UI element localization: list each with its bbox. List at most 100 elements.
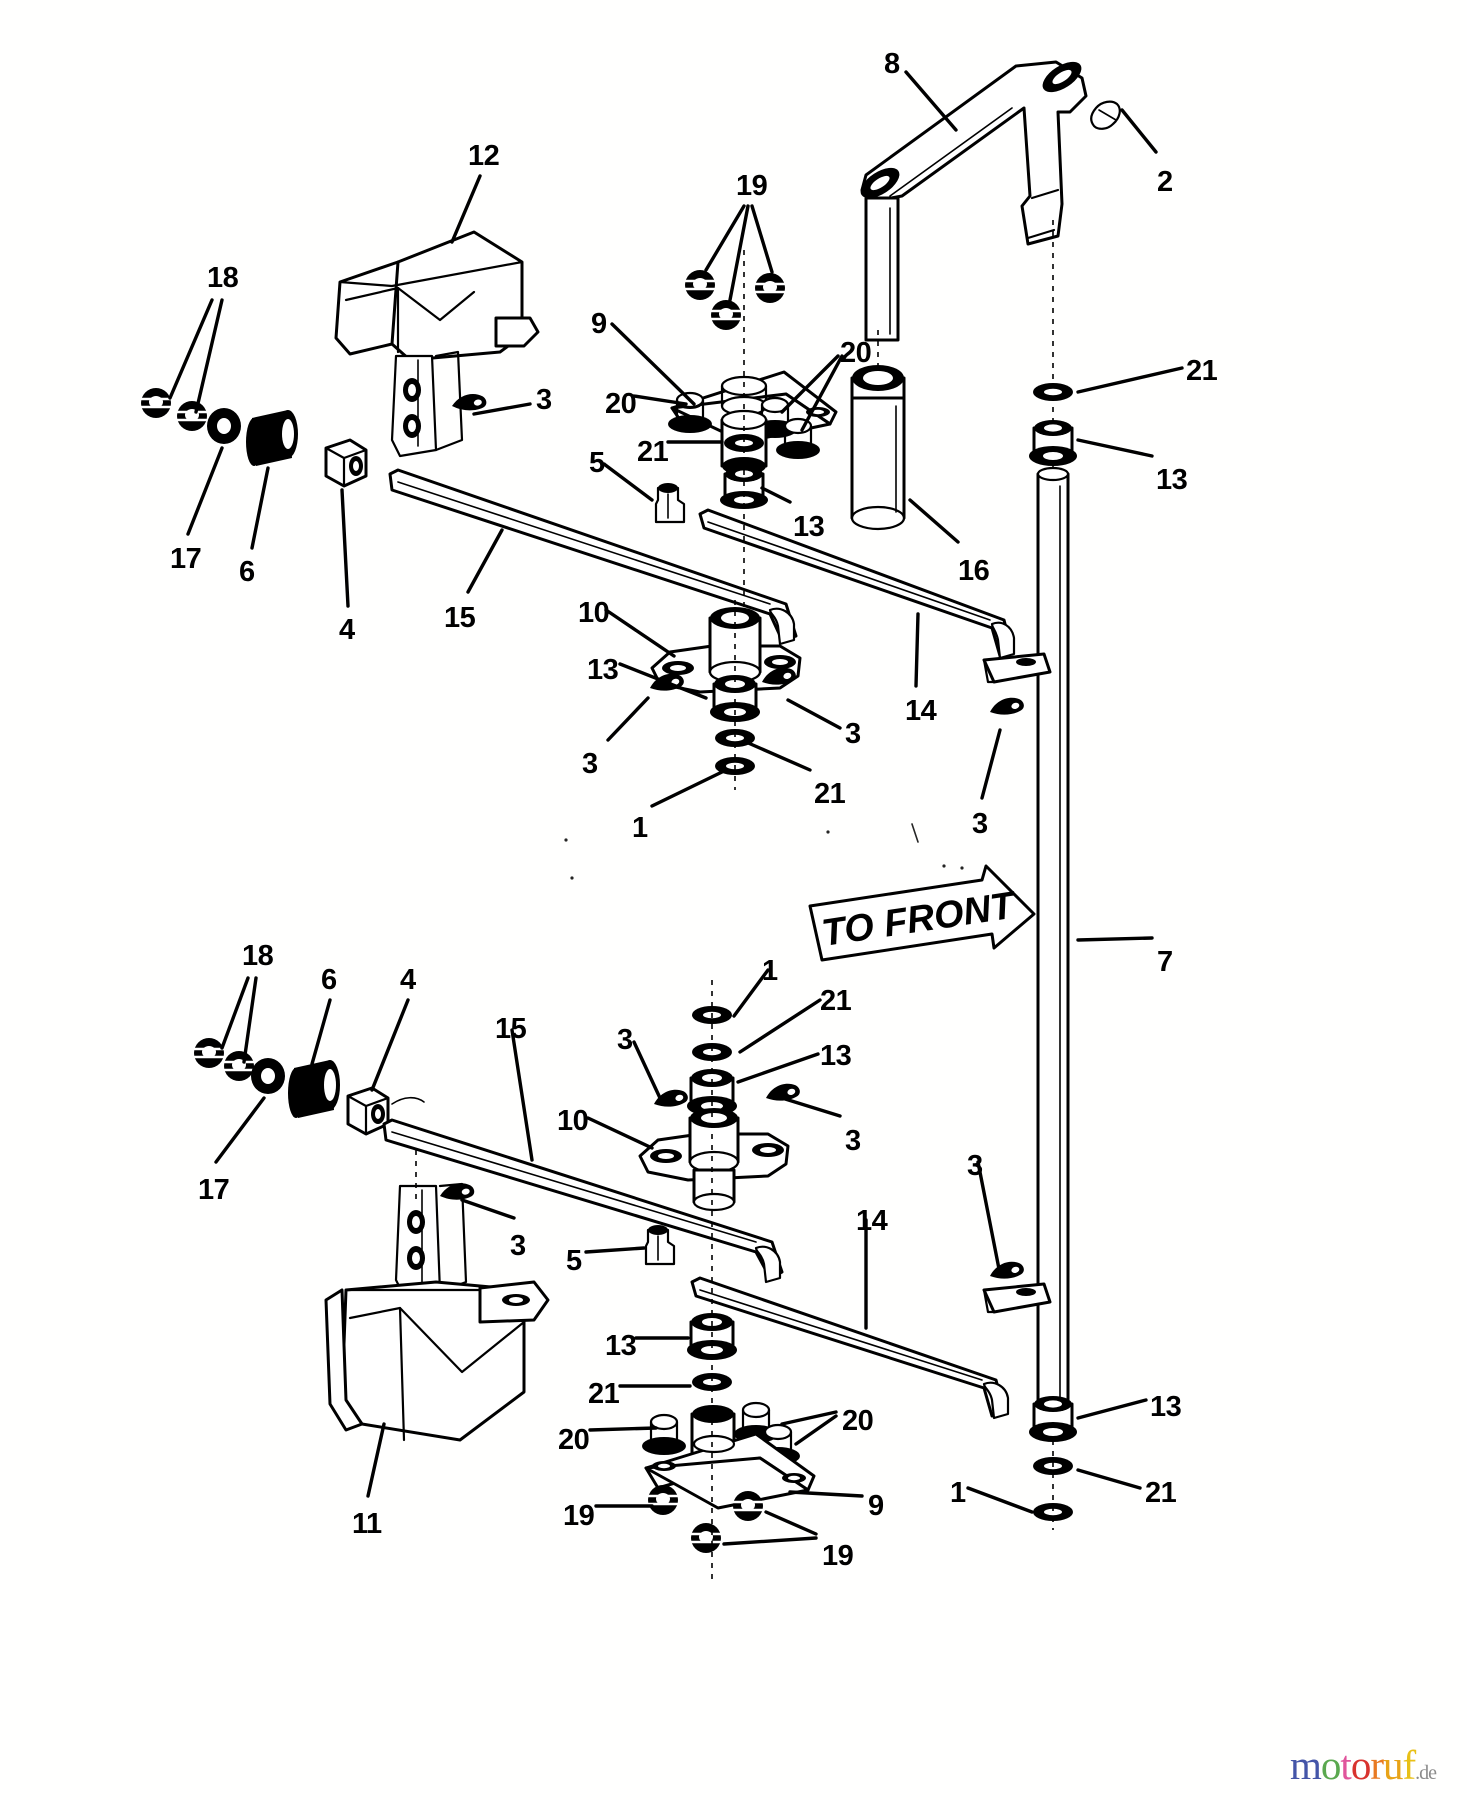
part-15-tie-rod-upper xyxy=(388,468,798,646)
leader-lines xyxy=(168,70,1184,1546)
callout-21-c: 21 xyxy=(814,778,846,810)
callout-21-e: 21 xyxy=(588,1378,620,1410)
wm-letter-o2: o xyxy=(1350,1742,1371,1788)
part-3-clip-h xyxy=(987,1257,1026,1285)
callout-14-top: 14 xyxy=(905,695,937,727)
callout-21-d: 21 xyxy=(820,985,852,1017)
callout-3-h: 3 xyxy=(967,1150,983,1182)
callout-10-bottom: 10 xyxy=(557,1105,589,1137)
callout-2: 2 xyxy=(1157,166,1173,198)
part-2-roll-pin xyxy=(1090,100,1121,130)
part-18-locknut-b xyxy=(175,399,209,433)
wm-letter-f: f xyxy=(1402,1742,1416,1788)
part-10-steering-plate-upper xyxy=(650,607,802,694)
callout-3-g: 3 xyxy=(510,1230,526,1262)
callout-3-b: 3 xyxy=(582,748,598,780)
part-7-steering-shaft xyxy=(1036,220,1070,1436)
shaft-bracket-upper xyxy=(982,652,1052,684)
callout-14-bottom: 14 xyxy=(856,1205,888,1237)
callout-7: 7 xyxy=(1157,946,1173,978)
callout-3-e: 3 xyxy=(617,1024,633,1056)
part-16-sleeve xyxy=(850,330,906,531)
part-18-locknut-a xyxy=(139,386,173,420)
part-5-grease-fitting-upper xyxy=(654,483,686,524)
callout-19-top: 19 xyxy=(736,170,768,202)
part-18-locknut-d xyxy=(222,1049,256,1083)
callout-4-bottom: 4 xyxy=(400,964,416,996)
callout-19-a: 19 xyxy=(563,1500,595,1532)
callout-5-top: 5 xyxy=(589,447,605,479)
callout-18-bottom: 18 xyxy=(242,940,274,972)
part-5-grease-fitting-lower xyxy=(644,1225,676,1266)
callout-13-e: 13 xyxy=(605,1330,637,1362)
callout-4-top: 4 xyxy=(339,614,355,646)
part-6-bushing xyxy=(246,410,298,466)
part-17-washer xyxy=(207,408,241,444)
part-19-locknut-f xyxy=(689,1521,723,1555)
watermark-motoruf: motoruf.de xyxy=(1290,1742,1437,1788)
part-17-washer-lower xyxy=(251,1058,285,1094)
callout-20-c: 20 xyxy=(558,1424,590,1456)
callout-20-b: 20 xyxy=(840,337,872,369)
callout-13-a: 13 xyxy=(793,511,825,543)
wm-letter-m: m xyxy=(1290,1742,1322,1788)
callout-3-d: 3 xyxy=(972,808,988,840)
wm-letter-o1: o xyxy=(1320,1742,1341,1788)
part-13-bushing-shaft-top xyxy=(1029,420,1077,466)
callout-10-top: 10 xyxy=(578,597,610,629)
part-8-steering-arm xyxy=(860,60,1088,246)
part-3-clip-d xyxy=(987,693,1026,721)
part-20-bolt-d xyxy=(640,1413,688,1457)
wm-letter-t: t xyxy=(1340,1742,1351,1788)
callout-3-a: 3 xyxy=(536,384,552,416)
callout-15-top: 15 xyxy=(444,602,476,634)
callout-6-bottom: 6 xyxy=(321,964,337,996)
part-19-locknut-b xyxy=(709,298,743,332)
callout-17-top: 17 xyxy=(170,543,202,575)
part-18-locknut-c xyxy=(192,1036,226,1070)
callout-13-d: 13 xyxy=(820,1040,852,1072)
callout-9-bottom: 9 xyxy=(868,1490,884,1522)
wm-tld: .de xyxy=(1415,1762,1437,1784)
callout-13-c: 13 xyxy=(587,654,619,686)
callout-19-b: 19 xyxy=(822,1540,854,1572)
callout-9-top: 9 xyxy=(591,308,607,340)
part-14-tie-rod-lower xyxy=(690,1276,1010,1420)
part-14-tie-rod-upper xyxy=(698,508,1016,660)
part-12-spindle-housing xyxy=(334,230,540,458)
callout-1-a: 1 xyxy=(632,812,648,844)
wm-letter-r: r xyxy=(1370,1742,1384,1788)
wm-letter-u: u xyxy=(1382,1742,1403,1788)
callout-16: 16 xyxy=(958,555,990,587)
part-8-column-tube xyxy=(864,196,900,342)
part-11-spindle-housing xyxy=(324,1150,550,1442)
callout-6-top: 6 xyxy=(239,556,255,588)
callout-5-bottom: 5 xyxy=(566,1245,582,1277)
to-front-arrow-banner: TO FRONT xyxy=(808,864,1036,962)
callout-18-top: 18 xyxy=(207,262,239,294)
callout-15-bottom: 15 xyxy=(495,1013,527,1045)
part-19-locknut-c xyxy=(753,271,787,305)
callout-21-b: 21 xyxy=(1186,355,1218,387)
callout-1-c: 1 xyxy=(950,1477,966,1509)
callout-11: 11 xyxy=(352,1508,382,1540)
part-13-bushing-shaft-bottom xyxy=(1029,1396,1077,1442)
callout-1-b: 1 xyxy=(762,955,778,987)
shaft-bracket-lower xyxy=(982,1282,1052,1314)
scan-specks xyxy=(564,823,964,880)
callout-3-f: 3 xyxy=(845,1125,861,1157)
callout-8: 8 xyxy=(884,48,900,80)
part-19-locknut-d xyxy=(646,1483,680,1517)
callout-20-a: 20 xyxy=(605,388,637,420)
part-19-locknut-a xyxy=(683,268,717,302)
callout-13-f: 13 xyxy=(1150,1391,1182,1423)
callout-17-bottom: 17 xyxy=(198,1174,230,1206)
callout-3-c: 3 xyxy=(845,718,861,750)
callout-13-b: 13 xyxy=(1156,464,1188,496)
callout-12: 12 xyxy=(468,140,500,172)
part-15-tie-rod-lower xyxy=(382,1118,784,1284)
part-21-washer-shaft-top xyxy=(1033,383,1073,401)
callout-21-a: 21 xyxy=(637,436,669,468)
